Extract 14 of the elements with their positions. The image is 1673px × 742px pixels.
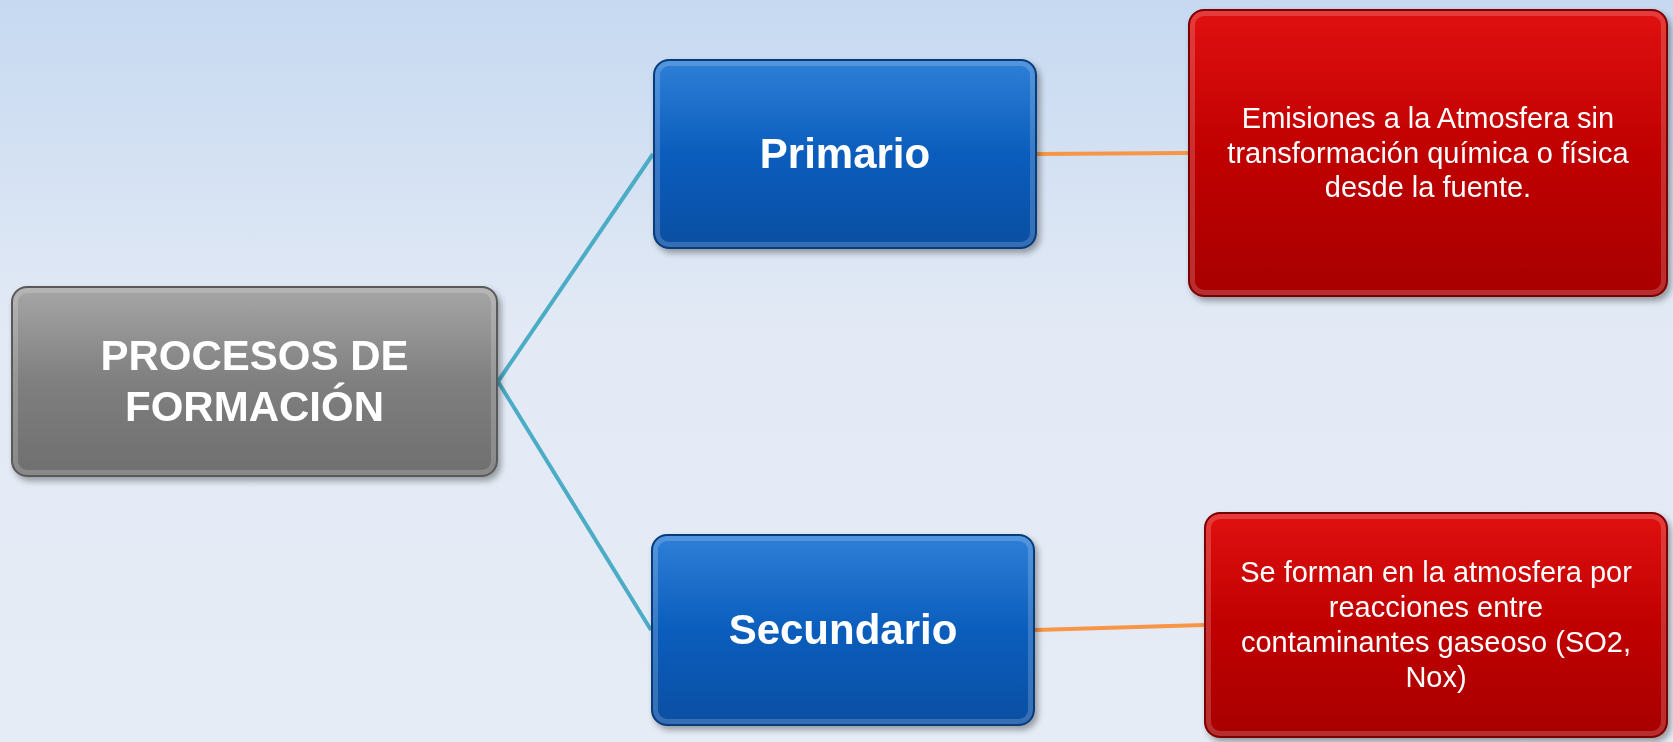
connector-line xyxy=(1037,151,1188,156)
node-text: Primario xyxy=(759,128,931,179)
node-text: Secundario xyxy=(728,604,958,655)
node-text: Se forman en la atmosfera por reacciones entre contaminantes gaseoso (SO2, Nox) xyxy=(1240,555,1632,695)
connector-line xyxy=(496,152,655,383)
connector-line xyxy=(496,380,653,632)
node-text: PROCESOS DE FORMACIÓN xyxy=(99,331,410,432)
topic-box xyxy=(11,286,498,477)
description-box xyxy=(1204,512,1668,738)
description-box xyxy=(1188,9,1668,297)
node-text: Emisiones a la Atmosfera sin transformación química o física desde la fuente. xyxy=(1226,100,1630,206)
category-box xyxy=(651,534,1035,726)
connector-line xyxy=(1034,623,1205,632)
category-box xyxy=(653,59,1037,249)
